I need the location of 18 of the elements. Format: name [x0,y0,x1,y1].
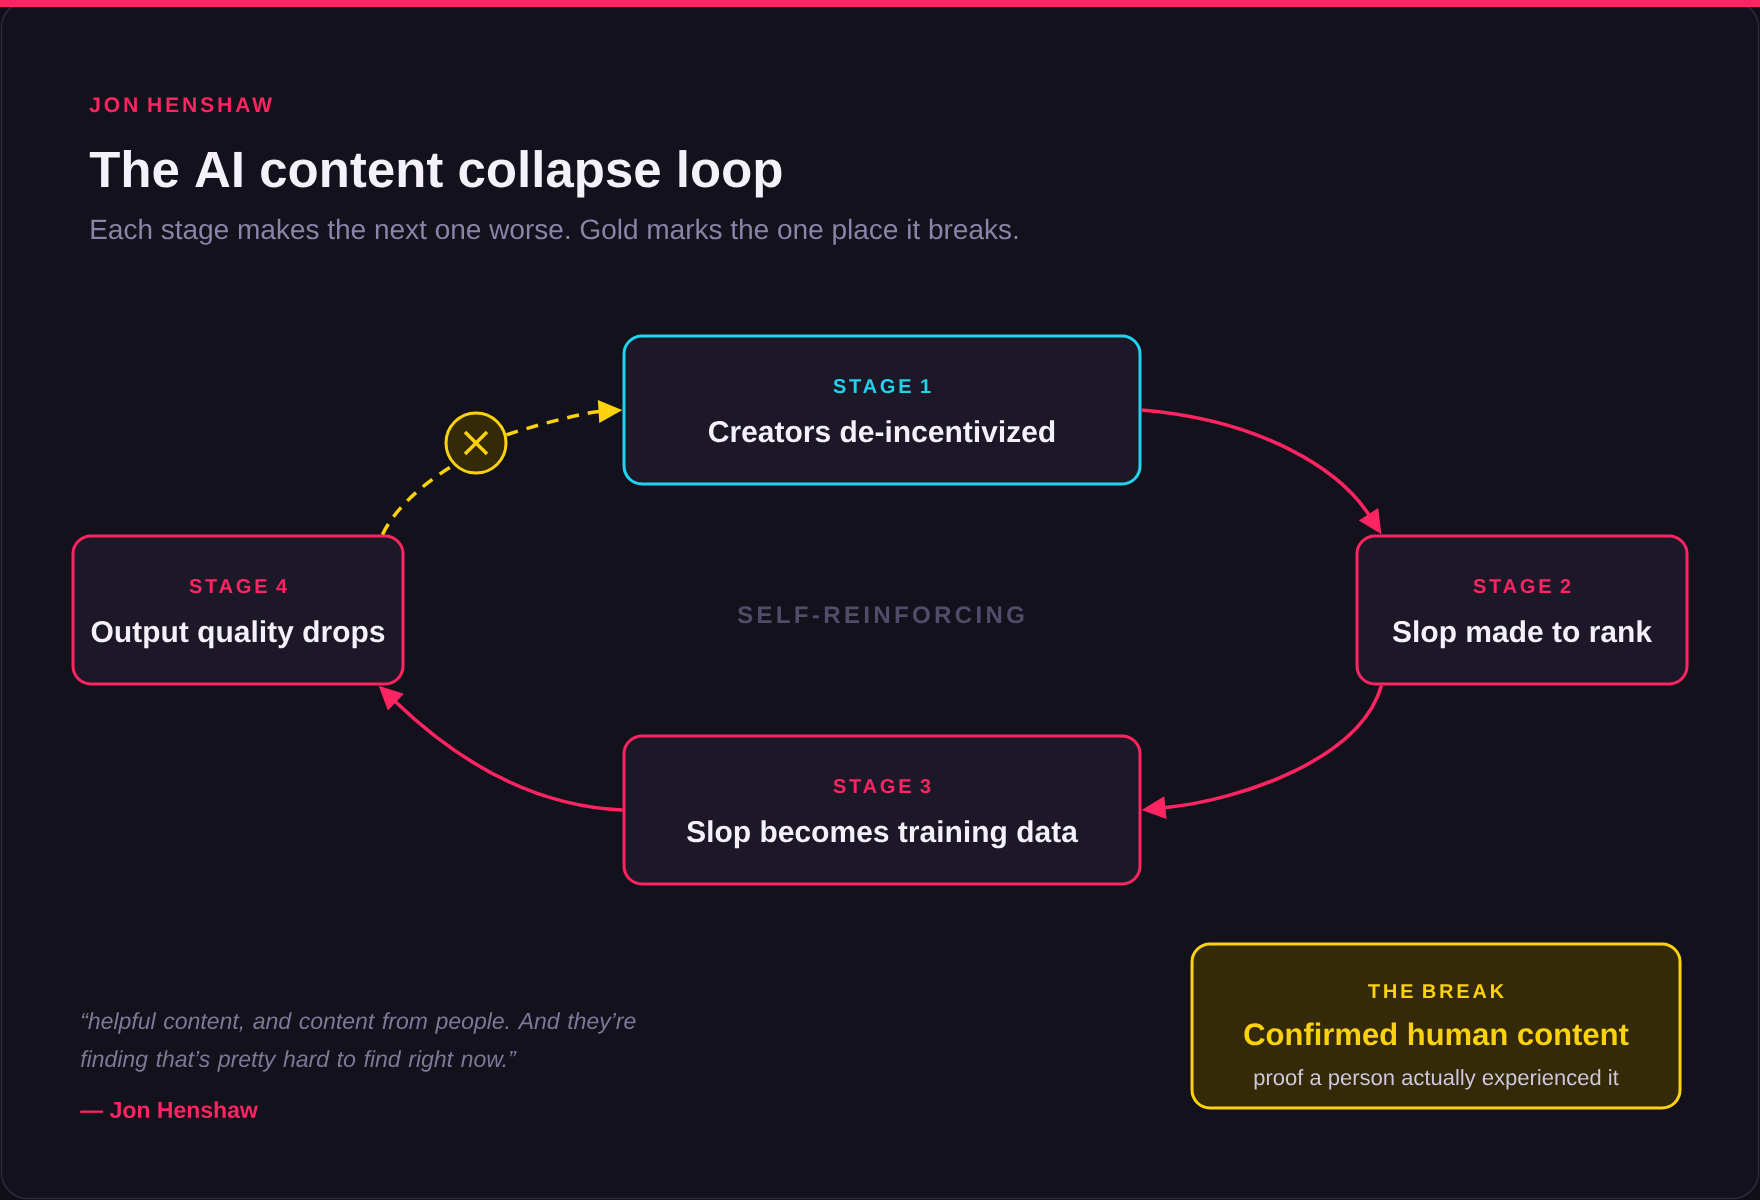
stage-title: Output quality drops [91,620,385,649]
box-label: THE BREAK [1368,984,1504,998]
x-circle-icon [444,411,508,475]
box-subtitle: proof a person actually experienced it [1254,1069,1619,1090]
subtitle: Each stage makes the next one worse. Gold marks the one place it breaks. [91,218,1018,245]
stage-label: STAGE 4 [189,579,287,594]
quote: “helpful content, and content from people. And they’re finding that’s pretty hard to find right now.” [80,1012,636,1072]
stage-label: STAGE 3 [833,779,931,794]
byline: JON HENSHAW [89,97,272,113]
title: The AI content collapse loop [89,150,782,198]
stage-title: Slop becomes training data [687,820,1079,849]
stage-label: STAGE 1 [833,379,931,394]
center-label: SELF-REINFORCING [737,606,1024,624]
stage-title: Slop made to rank [1392,620,1653,649]
attribution: — Jon Henshaw [80,1101,258,1119]
stage-title: Creators de-incentivized [709,420,1055,443]
stage-label: STAGE 2 [1473,579,1571,594]
box-title: Confirmed human content [1244,1022,1629,1046]
